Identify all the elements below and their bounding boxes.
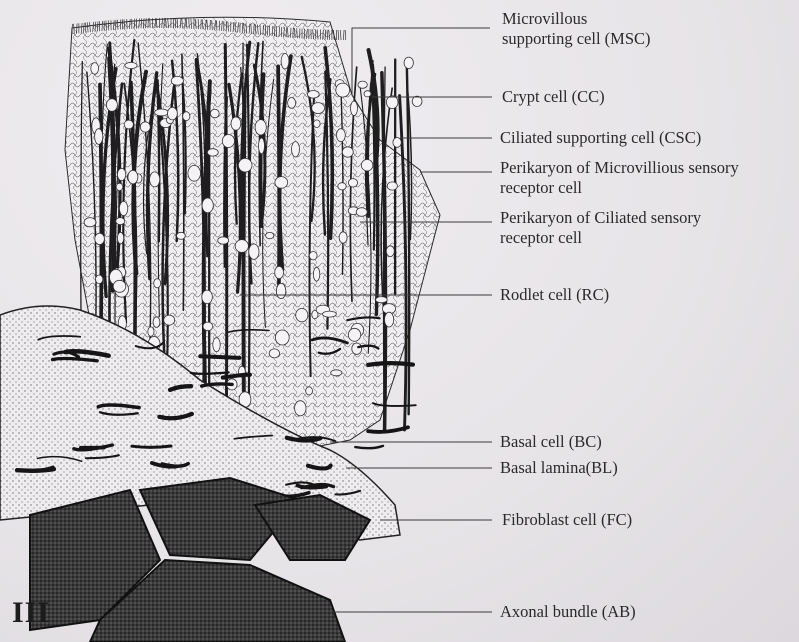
label-axonal-bundle: Axonal bundle (AB) [500,602,636,622]
label-crypt-cell: Crypt cell (CC) [502,87,605,107]
label-pcsrc-line2: receptor cell [500,228,701,248]
label-csc: Ciliated supporting cell (CSC) [500,128,701,148]
label-msc: Microvillous supporting cell (MSC) [502,9,651,49]
label-pmsrc-line1: Perikaryon of Microvillious sensory [500,158,739,178]
label-msc-line1: Microvillous [502,9,651,29]
label-perikaryon-microvillous: Perikaryon of Microvillious sensory rece… [500,158,739,198]
label-rodlet-cell: Rodlet cell (RC) [500,285,609,305]
label-fibroblast-cell: Fibroblast cell (FC) [502,510,632,530]
label-perikaryon-ciliated: Perikaryon of Ciliated sensory receptor … [500,208,701,248]
label-pmsrc-line2: receptor cell [500,178,739,198]
plate-number: III [12,596,50,630]
label-msc-line2: supporting cell (MSC) [502,29,651,49]
label-basal-cell: Basal cell (BC) [500,432,602,452]
label-pcsrc-line1: Perikaryon of Ciliated sensory [500,208,701,228]
label-basal-lamina: Basal lamina(BL) [500,458,618,478]
axonal-bundles [30,478,370,642]
